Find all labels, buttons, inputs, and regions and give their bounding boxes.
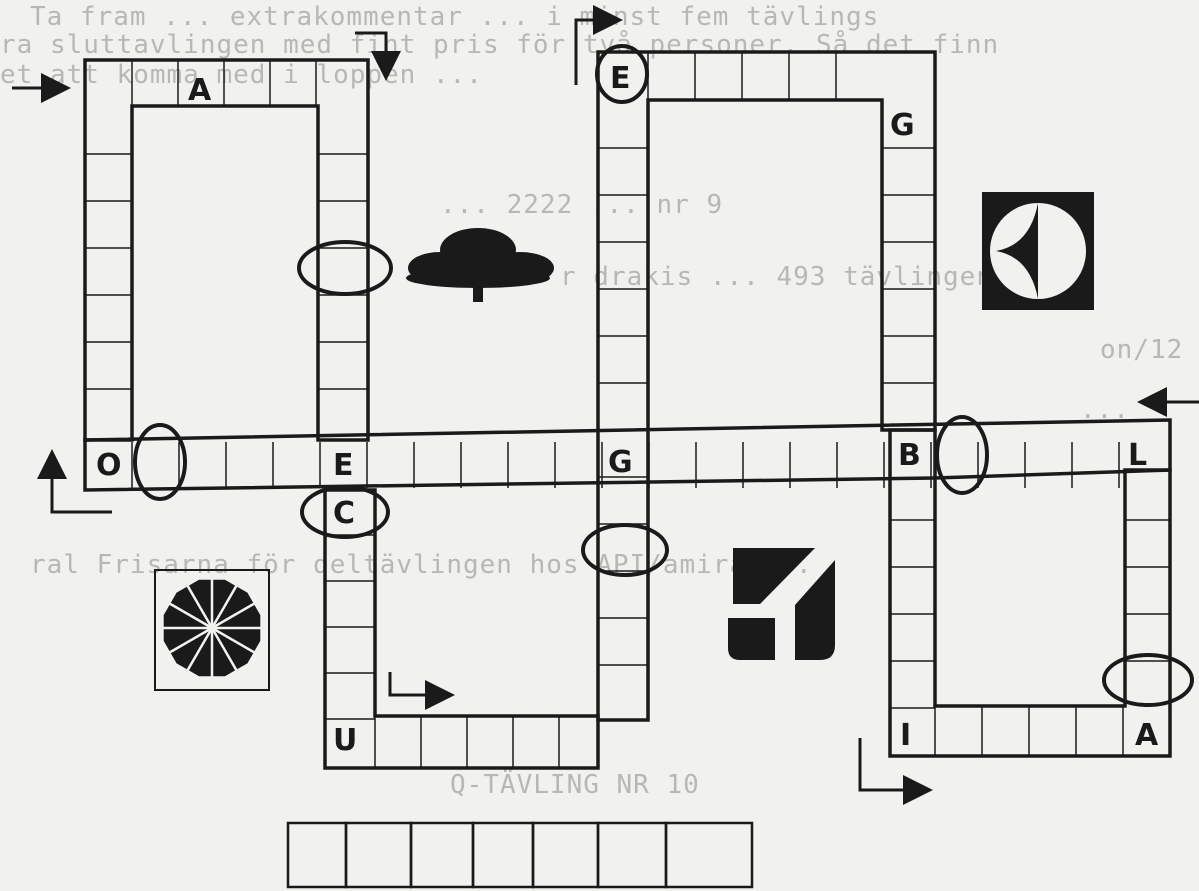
- control-circle-7: [1104, 655, 1192, 705]
- abstract-logo: [728, 548, 835, 660]
- letter-e-top: E: [610, 61, 631, 96]
- answer-box: [473, 823, 533, 887]
- answer-box: [666, 823, 752, 887]
- control-circle-1: [299, 242, 391, 294]
- control-circle-6: [937, 417, 987, 493]
- answer-boxes: [288, 823, 752, 887]
- wheel-symbol: [155, 570, 269, 690]
- letter-e-band: E: [333, 448, 354, 483]
- tree-pictogram: [406, 228, 554, 302]
- letter-o: O: [96, 448, 122, 483]
- letter-i: I: [900, 718, 911, 753]
- circle-square-symbol: [982, 192, 1094, 310]
- answer-box: [598, 823, 666, 887]
- control-circles: [135, 46, 1192, 705]
- letter-a-bottom: A: [1135, 718, 1159, 753]
- answer-box: [288, 823, 346, 887]
- arrow-right-bottom: [860, 738, 930, 790]
- arrow-right-lower: [390, 672, 452, 695]
- letter-c: C: [333, 496, 355, 531]
- lower-middle-frame: [325, 490, 598, 768]
- answer-box: [411, 823, 473, 887]
- left-loop-frame: [85, 60, 368, 440]
- answer-box: [533, 823, 598, 887]
- letter-b: B: [898, 438, 921, 473]
- letter-g-band: G: [608, 445, 633, 480]
- direction-arrows: [12, 20, 1199, 790]
- letter-l: L: [1128, 438, 1147, 473]
- letter-a-top: A: [188, 73, 212, 108]
- control-circle-5: [583, 525, 667, 575]
- letter-g-upper: G: [890, 108, 915, 143]
- arrow-down-right: [355, 33, 386, 78]
- answer-box: [346, 823, 411, 887]
- letter-u: U: [333, 723, 357, 758]
